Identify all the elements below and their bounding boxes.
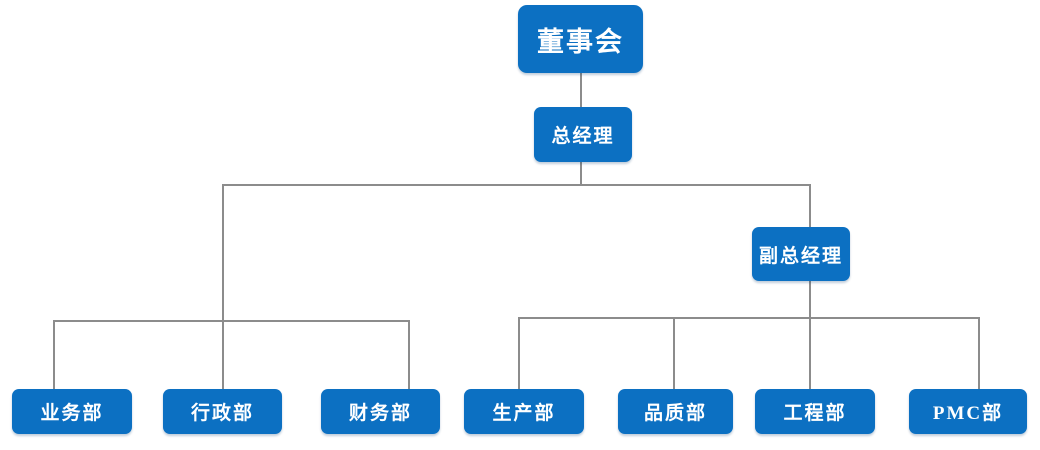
node-dept-production: 生产部 bbox=[464, 389, 584, 434]
node-dept-business: 业务部 bbox=[12, 389, 132, 434]
connector-board-to-gm bbox=[580, 73, 582, 108]
connector-to-dept-production bbox=[518, 317, 520, 389]
connector-gm-down bbox=[580, 162, 582, 185]
node-dept-engineering: 工程部 bbox=[755, 389, 875, 434]
connector-left-group-bar bbox=[53, 320, 409, 322]
connector-right-group-bar bbox=[518, 317, 979, 319]
connector-to-dept-pmc bbox=[978, 317, 980, 389]
connector-to-dept-business bbox=[53, 320, 55, 389]
connector-to-dept-finance bbox=[408, 320, 410, 389]
connector-left-branch-down bbox=[222, 184, 224, 389]
node-dept-finance: 财务部 bbox=[321, 389, 440, 434]
connector-to-deputy-top bbox=[809, 184, 811, 227]
node-deputy-manager: 副总经理 bbox=[752, 227, 850, 281]
node-dept-pmc: PMC部 bbox=[909, 389, 1027, 434]
node-dept-admin: 行政部 bbox=[163, 389, 282, 434]
node-general-manager: 总经理 bbox=[534, 107, 632, 162]
node-board: 董事会 bbox=[518, 5, 643, 73]
node-dept-quality: 品质部 bbox=[618, 389, 733, 434]
connector-deputy-down bbox=[809, 281, 811, 389]
connector-to-dept-quality bbox=[673, 317, 675, 389]
connector-gm-branch-bar bbox=[222, 184, 810, 186]
